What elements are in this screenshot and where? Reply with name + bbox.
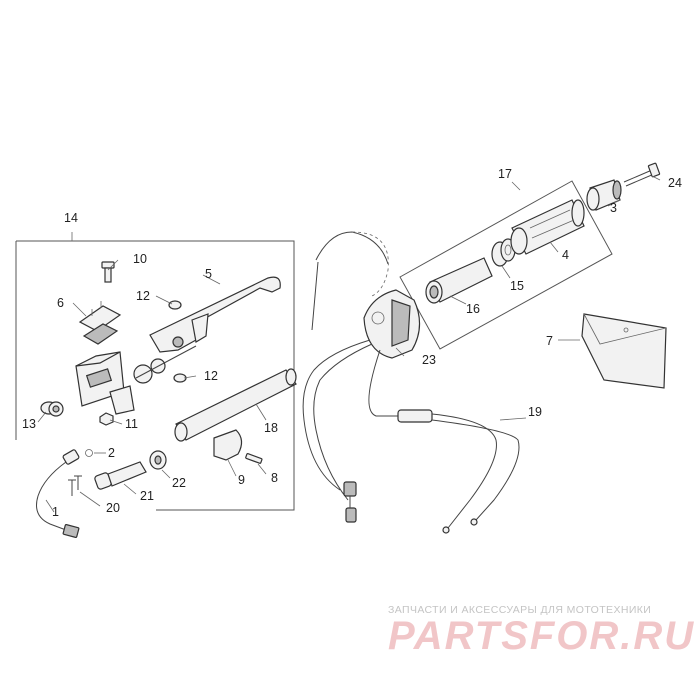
callout-18: 18	[264, 421, 278, 435]
callout-4: 4	[562, 248, 569, 262]
bar-end-bolt-part	[623, 162, 661, 187]
nut-part	[99, 412, 114, 426]
throttle-assembly-frame	[399, 180, 613, 350]
throttle-cables	[302, 231, 420, 501]
callout-14: 14	[64, 211, 78, 225]
callout-23: 23	[422, 353, 436, 367]
pivot-bolt-part	[101, 261, 115, 283]
callout-1: 1	[52, 505, 59, 519]
clamp-screw-part	[245, 453, 263, 464]
callout-6: 6	[57, 296, 64, 310]
crush-washer-part	[149, 450, 167, 470]
callout-8: 8	[271, 471, 278, 485]
callout-12a: 12	[136, 289, 150, 303]
callout-17: 17	[498, 167, 512, 181]
callout-9: 9	[238, 473, 245, 487]
callout-22: 22	[172, 476, 186, 490]
piston-spring-part	[133, 345, 197, 384]
seal-ring-part	[40, 401, 64, 417]
clamp-part	[213, 429, 243, 461]
leader-lines	[37, 175, 661, 513]
pouch-part	[581, 313, 667, 389]
callout-2: 2	[108, 446, 115, 460]
banjo-bolt-part	[94, 461, 147, 490]
brake-assembly-frame	[15, 240, 295, 511]
brake-lever-part	[149, 276, 281, 353]
callout-20: 20	[106, 501, 120, 515]
callout-21: 21	[140, 489, 154, 503]
throttle-tube-part	[425, 257, 493, 304]
throttle-cable-pair-part	[397, 409, 520, 534]
callout-12b: 12	[204, 369, 218, 383]
watermark-tagline: ЗАПЧАСТИ И АКСЕССУАРЫ ДЛЯ МОТОТЕХНИКИ	[388, 604, 652, 616]
screws-part	[68, 475, 82, 496]
callout-5: 5	[205, 267, 212, 281]
watermark-logo: PARTSFOR.RU	[388, 614, 696, 658]
master-cylinder-part	[75, 351, 135, 415]
handlebar-tube-part	[174, 368, 297, 442]
callout-19: 19	[528, 405, 542, 419]
callout-7: 7	[546, 334, 553, 348]
callout-11: 11	[125, 417, 138, 431]
callout-16: 16	[466, 302, 480, 316]
callout-3: 3	[610, 201, 617, 215]
o-ring-part	[85, 449, 93, 457]
grip-part	[510, 199, 585, 255]
brake-switch-part	[36, 449, 80, 539]
callout-24: 24	[668, 176, 682, 190]
washer-part-upper	[168, 300, 182, 310]
switch-housing-part	[363, 289, 421, 359]
callout-13: 13	[22, 417, 36, 431]
callout-10: 10	[133, 252, 147, 266]
wire-connectors	[343, 481, 357, 523]
reservoir-cap-part	[78, 301, 122, 345]
callout-15: 15	[510, 279, 524, 293]
